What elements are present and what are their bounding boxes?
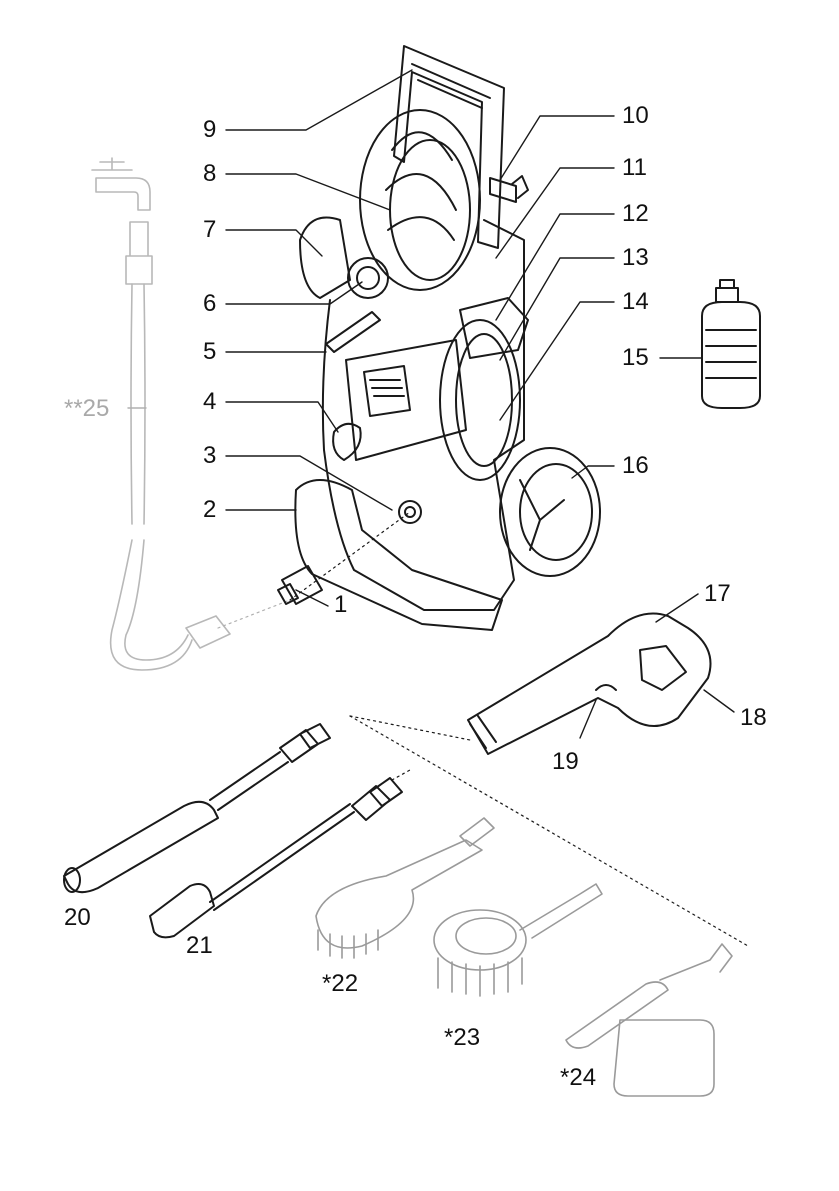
rotary-brush-23 — [433, 883, 603, 997]
foam-nozzle-24 — [565, 943, 733, 1097]
leader-lines — [127, 69, 735, 739]
label-19: 19 — [552, 748, 579, 775]
dirt-blaster-lance-21 — [149, 769, 411, 939]
label-18: 18 — [740, 704, 767, 731]
label-21: 21 — [186, 932, 213, 959]
label-10: 10 — [622, 102, 649, 129]
label-12: 12 — [622, 200, 649, 227]
trigger-gun — [349, 612, 749, 947]
garden-hose-tap — [91, 157, 231, 671]
label-1: 1 — [334, 591, 348, 618]
spray-lance-20 — [63, 723, 331, 894]
label-23: *23 — [444, 1024, 481, 1051]
pressure-washer-unit — [217, 45, 601, 631]
label-17: 17 — [704, 580, 731, 607]
label-22: *22 — [322, 970, 359, 997]
label-16: 16 — [622, 452, 649, 479]
label-9: 9 — [203, 116, 217, 143]
water-inlet-coupling — [277, 565, 323, 605]
label-7: 7 — [203, 216, 217, 243]
label-4: 4 — [203, 388, 217, 415]
label-6: 6 — [203, 290, 217, 317]
label-24: *24 — [560, 1064, 597, 1091]
label-15: 15 — [622, 344, 649, 371]
label-11: 11 — [622, 154, 647, 181]
label-8: 8 — [203, 160, 217, 187]
label-25: **25 — [64, 395, 110, 422]
label-20: 20 — [64, 904, 91, 931]
label-14: 14 — [622, 288, 649, 315]
wash-brush-22 — [315, 817, 495, 959]
detergent-bottle — [701, 279, 761, 409]
label-5: 5 — [203, 338, 217, 365]
label-13: 13 — [622, 244, 649, 271]
label-3: 3 — [203, 442, 217, 469]
label-2: 2 — [203, 496, 217, 523]
